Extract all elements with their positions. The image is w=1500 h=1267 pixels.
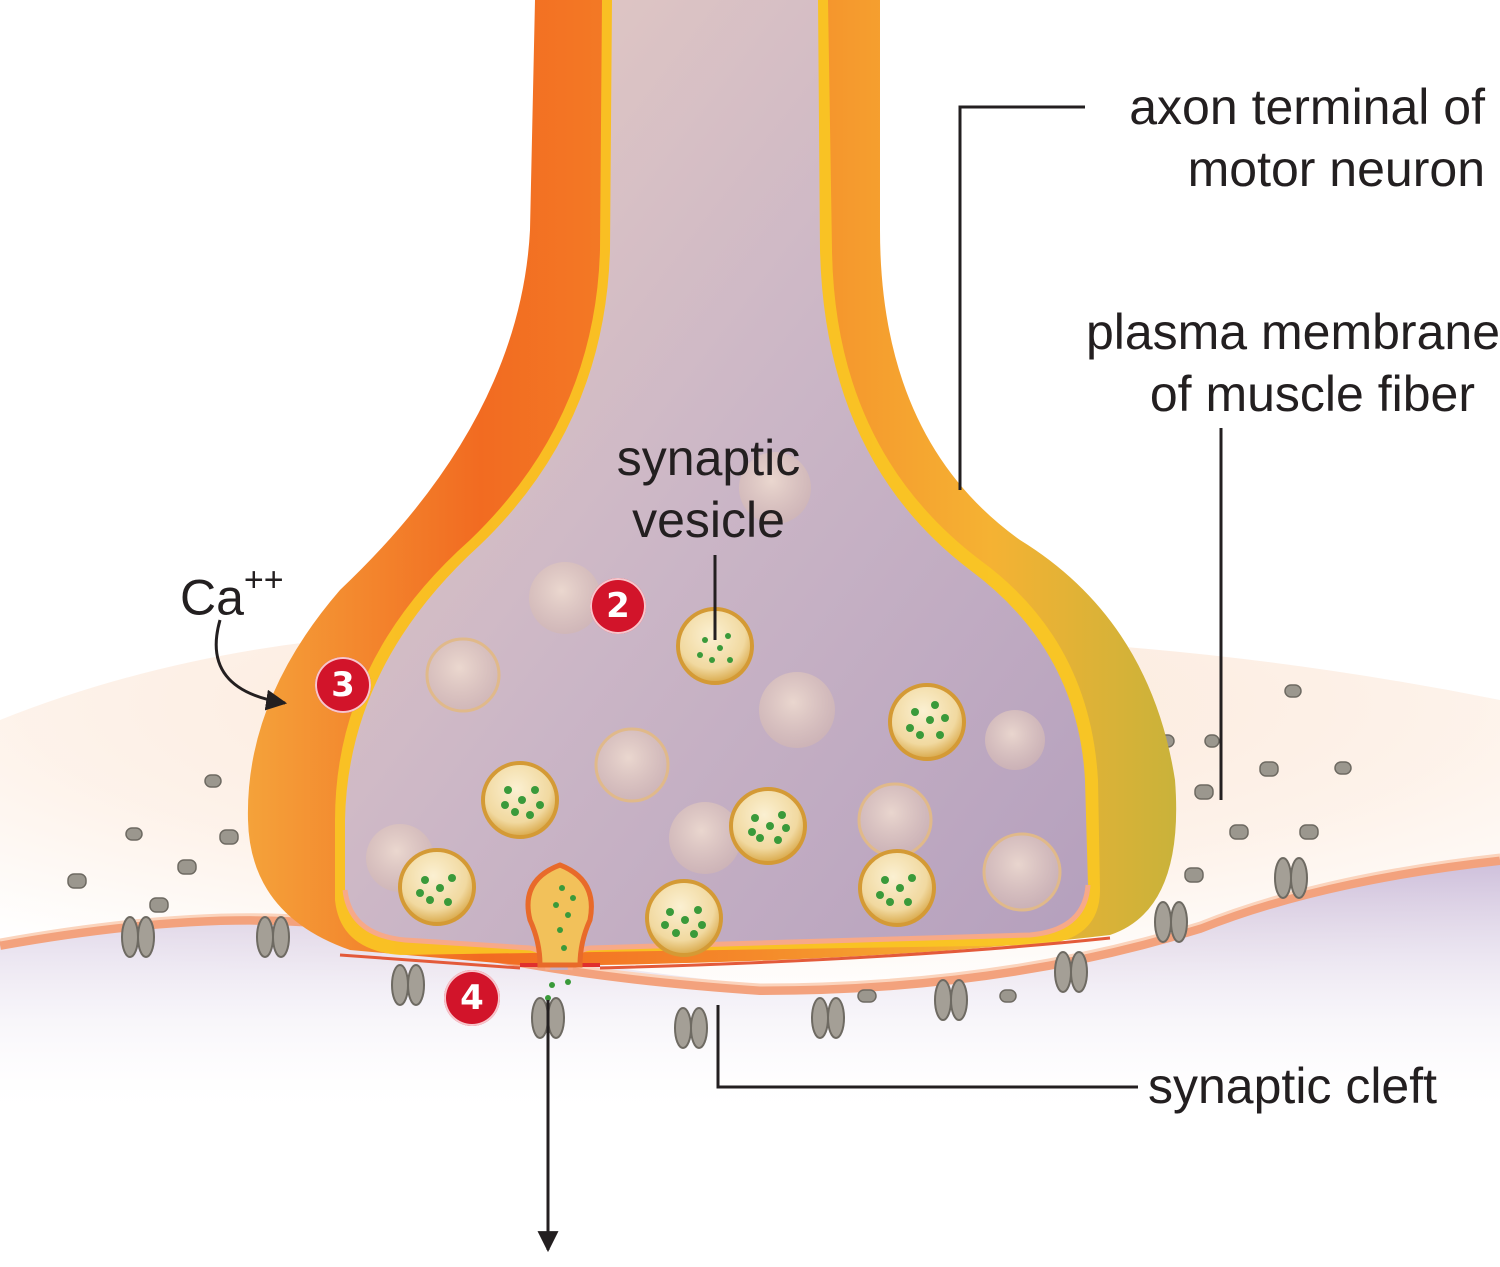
step-badge-2: 2 bbox=[590, 578, 646, 634]
plasma-membrane-label-line1: plasma membrane bbox=[1085, 304, 1500, 360]
synaptic-cleft-leader bbox=[716, 1005, 1138, 1089]
synaptic-cleft-text: synaptic cleft bbox=[1148, 1058, 1438, 1114]
plasma-membrane-label: plasma membrane of muscle fiber bbox=[1086, 303, 1500, 423]
synaptic-vesicle-label-line2: vesicle bbox=[632, 492, 785, 548]
receptor-proteins bbox=[121, 857, 1308, 1049]
receptor bbox=[811, 997, 845, 1039]
leader-lines bbox=[713, 105, 1223, 1089]
calcium-charge: ++ bbox=[243, 561, 284, 599]
receptor bbox=[1054, 951, 1088, 993]
receptor bbox=[531, 997, 565, 1039]
axon-terminal-label-line2: motor neuron bbox=[1187, 141, 1485, 197]
synaptic-vesicle-label: synaptic vesicle bbox=[606, 429, 811, 549]
receptor bbox=[934, 979, 968, 1021]
membrane-bumps bbox=[67, 684, 1352, 1003]
receptor bbox=[121, 916, 155, 958]
calcium-arrow bbox=[214, 619, 288, 711]
receptor bbox=[391, 964, 425, 1006]
receptor bbox=[1274, 857, 1308, 899]
axon-terminal-leader bbox=[958, 105, 1085, 490]
synaptic-cleft-label: synaptic cleft bbox=[1148, 1057, 1437, 1115]
axon-terminal-label: axon terminal of motor neuron bbox=[1129, 78, 1485, 198]
receptor bbox=[256, 916, 290, 958]
fusing-vesicle bbox=[525, 862, 594, 1001]
axon-terminal-label-line1: axon terminal of bbox=[1129, 79, 1485, 135]
neurotransmitter-dots bbox=[416, 633, 949, 938]
synaptic-vesicle-label-line1: synaptic bbox=[616, 430, 801, 486]
calcium-label: Ca++ bbox=[180, 557, 284, 627]
receptor bbox=[674, 1007, 708, 1049]
step-badge-3: 3 bbox=[315, 657, 371, 713]
plasma-membrane-label-line2: of muscle fiber bbox=[1149, 366, 1475, 422]
calcium-symbol: Ca bbox=[180, 569, 244, 626]
step-badge-4: 4 bbox=[444, 970, 500, 1026]
receptor bbox=[1154, 901, 1188, 943]
